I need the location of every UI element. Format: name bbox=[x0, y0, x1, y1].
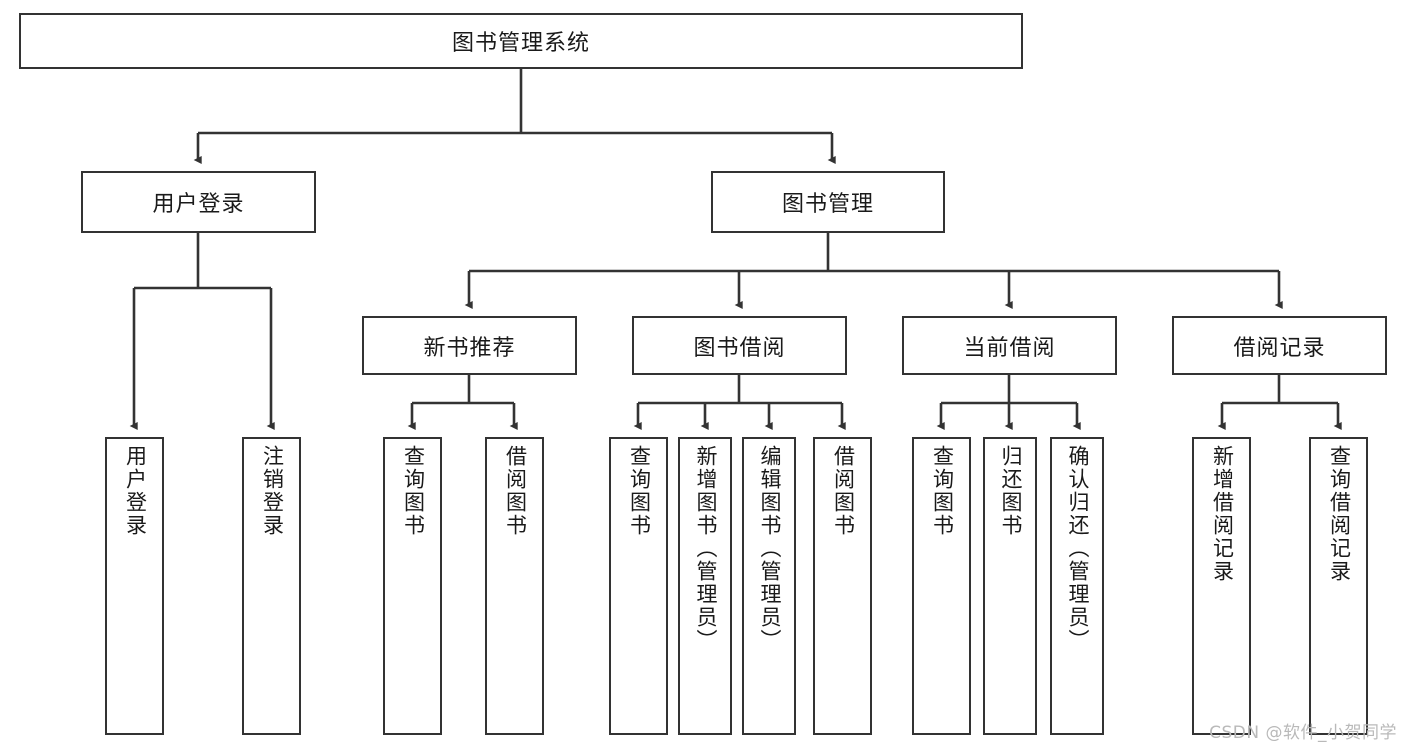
leaf-book-borrow-add[interactable]: 新增图书（管理员） bbox=[678, 437, 732, 735]
leaf-book-borrow-borrow[interactable]: 借阅图书 bbox=[813, 437, 872, 735]
node-book-management[interactable]: 图书管理 bbox=[711, 171, 945, 233]
leaf-book-borrow-edit[interactable]: 编辑图书（管理员） bbox=[742, 437, 796, 735]
leaf-label: 归还图书 bbox=[998, 445, 1023, 537]
leaf-user-login-login[interactable]: 用户登录 bbox=[105, 437, 164, 735]
node-root-system[interactable]: 图书管理系统 bbox=[19, 13, 1023, 69]
leaf-user-login-logout[interactable]: 注销登录 bbox=[242, 437, 301, 735]
node-book-borrow[interactable]: 图书借阅 bbox=[632, 316, 847, 375]
csdn-watermark: CSDN @软件_小贺同学 bbox=[1209, 723, 1397, 743]
leaf-book-borrow-query[interactable]: 查询图书 bbox=[609, 437, 668, 735]
leaf-label: 借阅图书 bbox=[503, 445, 528, 537]
leaf-label: 编辑图书（管理员） bbox=[757, 445, 782, 652]
leaf-new-book-query[interactable]: 查询图书 bbox=[383, 437, 442, 735]
leaf-label: 注销登录 bbox=[260, 445, 285, 537]
leaf-new-book-borrow[interactable]: 借阅图书 bbox=[485, 437, 544, 735]
leaf-borrow-record-add[interactable]: 新增借阅记录 bbox=[1192, 437, 1251, 735]
leaf-label: 用户登录 bbox=[123, 445, 148, 537]
leaf-current-borrow-return[interactable]: 归还图书 bbox=[983, 437, 1037, 735]
leaf-label: 新增借阅记录 bbox=[1210, 445, 1235, 583]
leaf-label: 借阅图书 bbox=[831, 445, 856, 537]
node-new-book-recommend[interactable]: 新书推荐 bbox=[362, 316, 577, 375]
node-borrow-record[interactable]: 借阅记录 bbox=[1172, 316, 1387, 375]
leaf-label: 查询图书 bbox=[627, 445, 652, 537]
leaf-label: 查询图书 bbox=[930, 445, 955, 537]
leaf-current-borrow-confirm-return[interactable]: 确认归还（管理员） bbox=[1050, 437, 1104, 735]
leaf-label: 查询借阅记录 bbox=[1327, 445, 1352, 583]
node-user-login[interactable]: 用户登录 bbox=[81, 171, 316, 233]
leaf-label: 确认归还（管理员） bbox=[1065, 445, 1090, 652]
leaf-borrow-record-query[interactable]: 查询借阅记录 bbox=[1309, 437, 1368, 735]
leaf-label: 新增图书（管理员） bbox=[693, 445, 718, 652]
leaf-label: 查询图书 bbox=[401, 445, 426, 537]
leaf-current-borrow-query[interactable]: 查询图书 bbox=[912, 437, 971, 735]
node-current-borrow[interactable]: 当前借阅 bbox=[902, 316, 1117, 375]
